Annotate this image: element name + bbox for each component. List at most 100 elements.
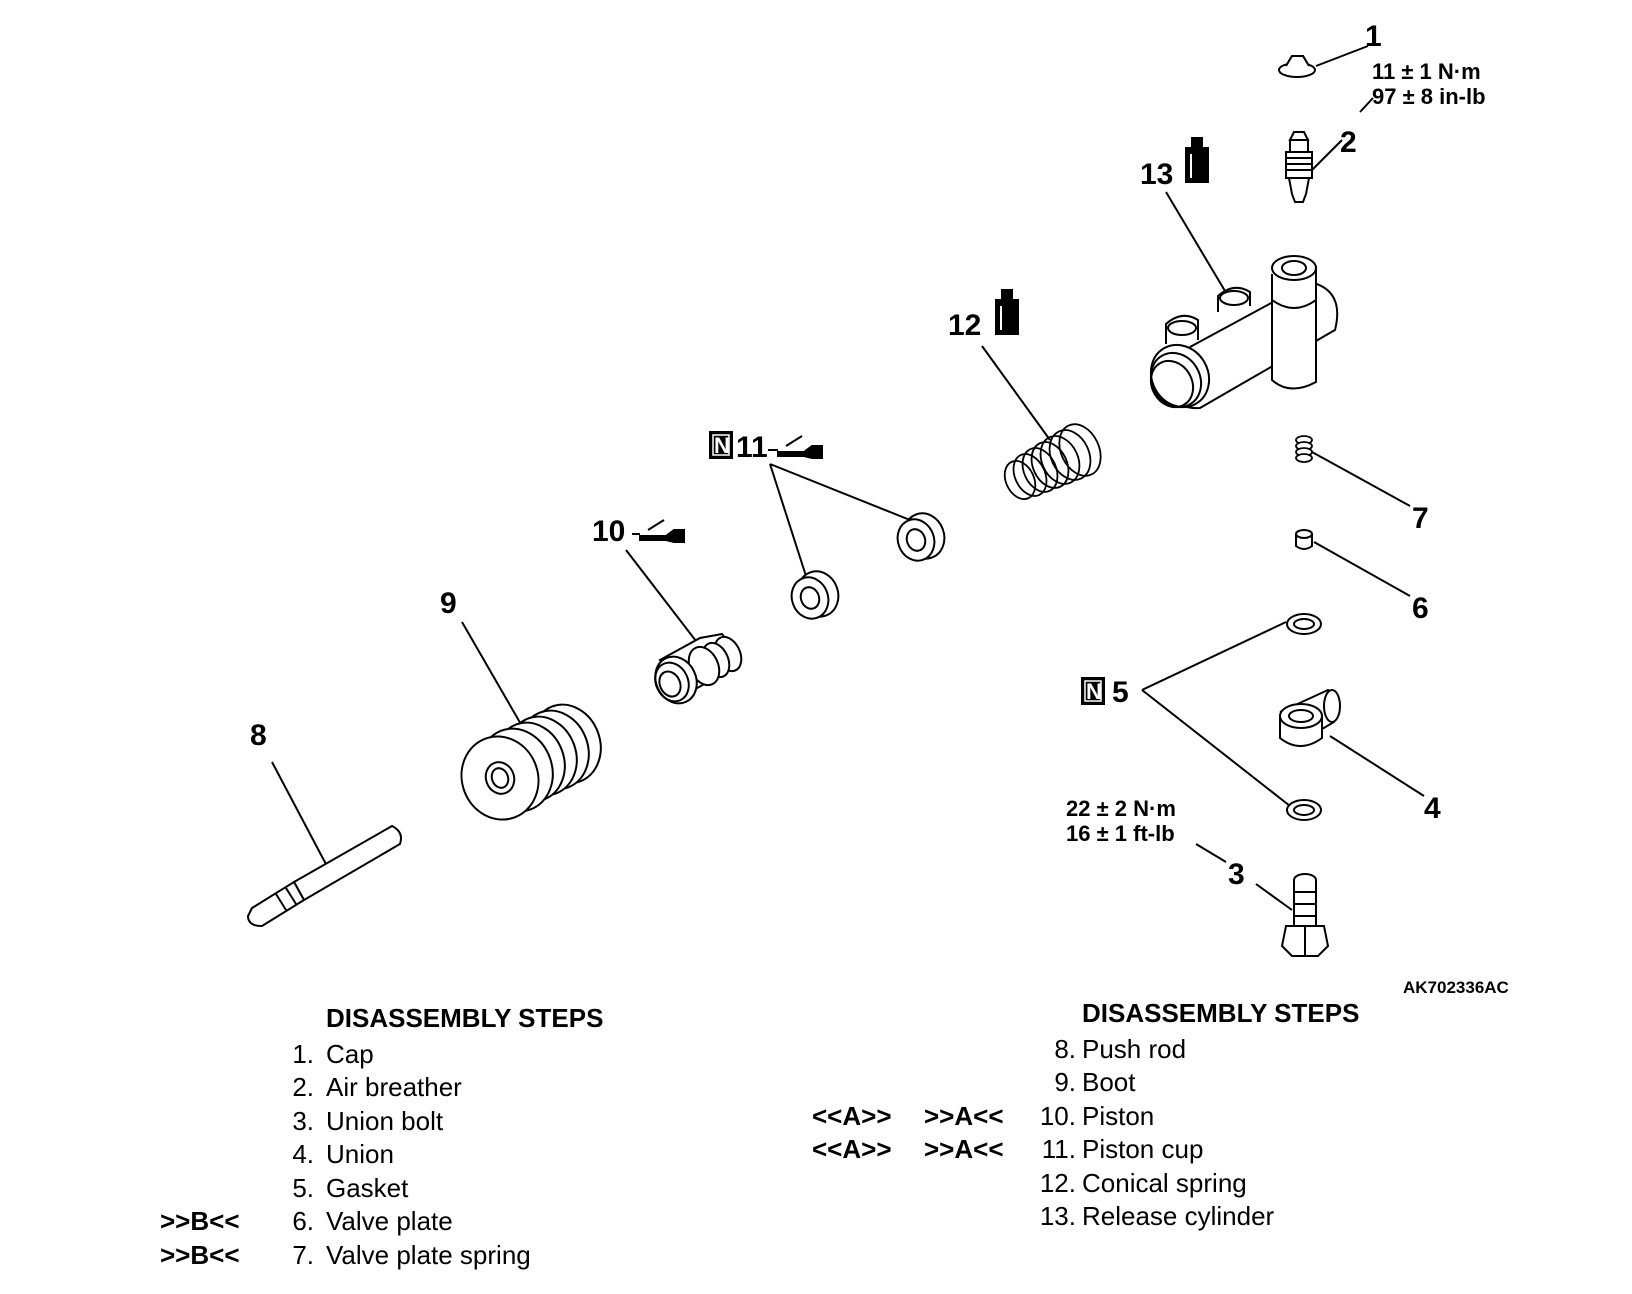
step-row-8: 8. Push rod: [812, 1033, 1359, 1067]
step-row-10: <<A>> >>A<< 10. Piston: [812, 1100, 1359, 1134]
part-release-cylinder: [1149, 255, 1339, 410]
part-cap: [1278, 55, 1316, 78]
step-number: 5.: [292, 1172, 314, 1203]
callout-2: 2: [1340, 126, 1357, 159]
step-row-1: 1. Cap: [160, 1038, 603, 1072]
step-row-11: <<A>> >>A<< 11. Piston cup: [812, 1133, 1359, 1167]
leader-11a: [769, 463, 911, 521]
step-label: Push rod: [1082, 1033, 1187, 1064]
step-label: Piston: [1082, 1100, 1155, 1131]
step-ref: [160, 1071, 270, 1105]
part-conical-spring: [1003, 423, 1102, 500]
part-union: [1279, 688, 1341, 747]
callout-5: 5: [1112, 676, 1129, 709]
figure-id: AK702336AC: [1403, 978, 1509, 997]
leader-13: [1165, 191, 1229, 297]
step-number: 13.: [1039, 1201, 1076, 1231]
step-row-9: 9. Boot: [812, 1066, 1359, 1100]
step-ref-removal: <<A>>: [812, 1134, 892, 1164]
steps-heading-right: DISASSEMBLY STEPS: [1082, 998, 1360, 1028]
part-piston-cup-a: [896, 512, 946, 562]
step-row-3: 3. Union bolt: [160, 1105, 603, 1139]
new-part-badge-11: N: [709, 431, 733, 459]
torque-bottom-imperial: 16 ± 1 ft-lb: [1066, 821, 1175, 846]
step-number: 12.: [1039, 1167, 1076, 1198]
part-gasket-upper: [1286, 613, 1322, 635]
step-number: 10.: [1039, 1100, 1076, 1131]
step-label: Release cylinder: [1082, 1201, 1275, 1231]
step-ref: [160, 1038, 270, 1072]
step-label: Gasket: [326, 1172, 409, 1203]
leader-12: [981, 345, 1051, 441]
torque-bottom-metric: 22 ± 2 N·m: [1066, 796, 1176, 821]
part-boot: [460, 703, 602, 821]
disassembly-steps-right: DISASSEMBLY STEPS 8. Push rod 9. Boot <<…: [812, 997, 1359, 1234]
torque-top-metric: 11 ± 1 N·m: [1372, 59, 1481, 84]
leader-2: [1311, 139, 1343, 171]
leader-9: [461, 621, 523, 727]
callout-8: 8: [250, 719, 267, 752]
step-number: 6.: [292, 1206, 314, 1236]
step-row-12: 12. Conical spring: [812, 1167, 1359, 1201]
svg-text:N: N: [714, 433, 730, 458]
callout-13: 13: [1140, 158, 1173, 191]
step-ref: [160, 1172, 270, 1206]
callout-11: 11: [736, 431, 768, 464]
part-piston: [654, 632, 743, 705]
step-row-5: 5. Gasket: [160, 1172, 603, 1206]
step-row-13: 13. Release cylinder: [812, 1200, 1359, 1234]
callout-10: 10: [592, 515, 625, 548]
step-ref-install: [924, 1167, 1036, 1201]
step-label: Boot: [1082, 1067, 1136, 1097]
step-label: Valve plate spring: [326, 1239, 531, 1270]
leader-10: [625, 549, 707, 655]
leader-8: [271, 761, 329, 869]
leader-2b: [1359, 97, 1374, 113]
part-push-rod: [246, 824, 402, 928]
callout-1: 1: [1365, 20, 1382, 53]
callout-3: 3: [1228, 858, 1245, 891]
step-number: 2.: [292, 1072, 314, 1102]
part-valve-plate-spring: [1295, 435, 1313, 463]
step-ref-install: [924, 1200, 1036, 1234]
leader-1: [1315, 45, 1369, 67]
leader-5a: [1141, 621, 1287, 691]
step-row-7: >>B<< 7. Valve plate spring: [160, 1239, 603, 1273]
step-number: 7.: [292, 1239, 314, 1270]
callout-7: 7: [1412, 502, 1429, 535]
part-valve-plate: [1295, 529, 1313, 550]
step-number: 8.: [1054, 1033, 1076, 1064]
step-label: Air breather: [326, 1072, 462, 1102]
step-ref-removal: [812, 1167, 924, 1201]
step-ref: [160, 1105, 270, 1139]
steps-heading-left: DISASSEMBLY STEPS: [326, 1003, 604, 1033]
step-ref-removal: [812, 1200, 924, 1234]
step-ref-removal: [812, 1066, 924, 1100]
leader-3a: [1195, 843, 1227, 863]
step-label: Conical spring: [1082, 1167, 1247, 1198]
svg-text:N: N: [1086, 679, 1102, 704]
leader-7: [1311, 451, 1411, 507]
grease-gun-icon-2: [632, 519, 685, 543]
callout-4: 4: [1424, 792, 1441, 825]
brake-fluid-icon: [1185, 137, 1209, 183]
leader-6: [1313, 541, 1411, 597]
callout-9: 9: [440, 587, 457, 620]
part-air-breather: [1285, 131, 1313, 203]
part-gasket-lower: [1286, 799, 1322, 821]
step-row-6: >>B<< 6. Valve plate: [160, 1205, 603, 1239]
part-piston-cup-b: [790, 570, 840, 620]
torque-top-imperial: 97 ± 8 in-lb: [1372, 84, 1486, 109]
callout-12: 12: [948, 309, 981, 342]
step-ref-install: >>A<<: [924, 1134, 1004, 1164]
leader-4: [1329, 735, 1425, 797]
step-number: 1.: [292, 1038, 314, 1069]
step-label: Union: [326, 1139, 394, 1169]
step-row-2: 2. Air breather: [160, 1071, 603, 1105]
leader-3b: [1255, 883, 1293, 911]
grease-gun-icon: [768, 435, 823, 459]
step-label: Valve plate: [326, 1206, 453, 1236]
step-label: Piston cup: [1082, 1134, 1204, 1164]
step-ref: >>B<<: [160, 1239, 240, 1270]
